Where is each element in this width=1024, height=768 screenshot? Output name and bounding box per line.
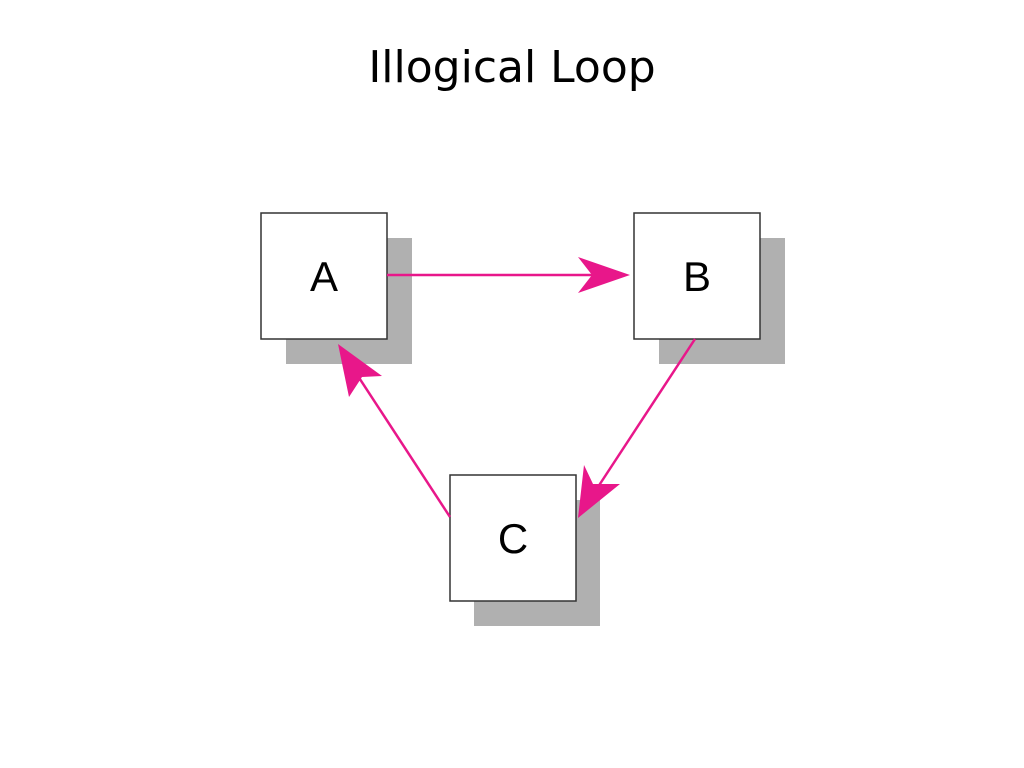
- edge-b-to-c-arrowhead: [578, 465, 620, 518]
- node-b-box: [633, 212, 761, 340]
- node-a-box: [260, 212, 388, 340]
- edge-c-to-a-line: [352, 369, 452, 518]
- node-b-label: B: [683, 253, 711, 300]
- edge-b-to-c: [578, 338, 697, 518]
- edge-b-to-c-line: [594, 338, 697, 491]
- node-a: A: [260, 212, 388, 340]
- edge-a-to-b: [387, 257, 630, 293]
- node-b: B: [633, 212, 761, 340]
- edge-c-to-a: [338, 344, 452, 518]
- node-c: C: [449, 474, 577, 602]
- edge-c-to-a-arrowhead: [338, 344, 382, 397]
- node-c-box: [449, 474, 577, 602]
- slide-title: Illogical Loop: [368, 42, 656, 93]
- node-c-label: C: [498, 515, 528, 562]
- node-a-label: A: [310, 253, 338, 300]
- edge-a-to-b-arrowhead: [578, 257, 630, 293]
